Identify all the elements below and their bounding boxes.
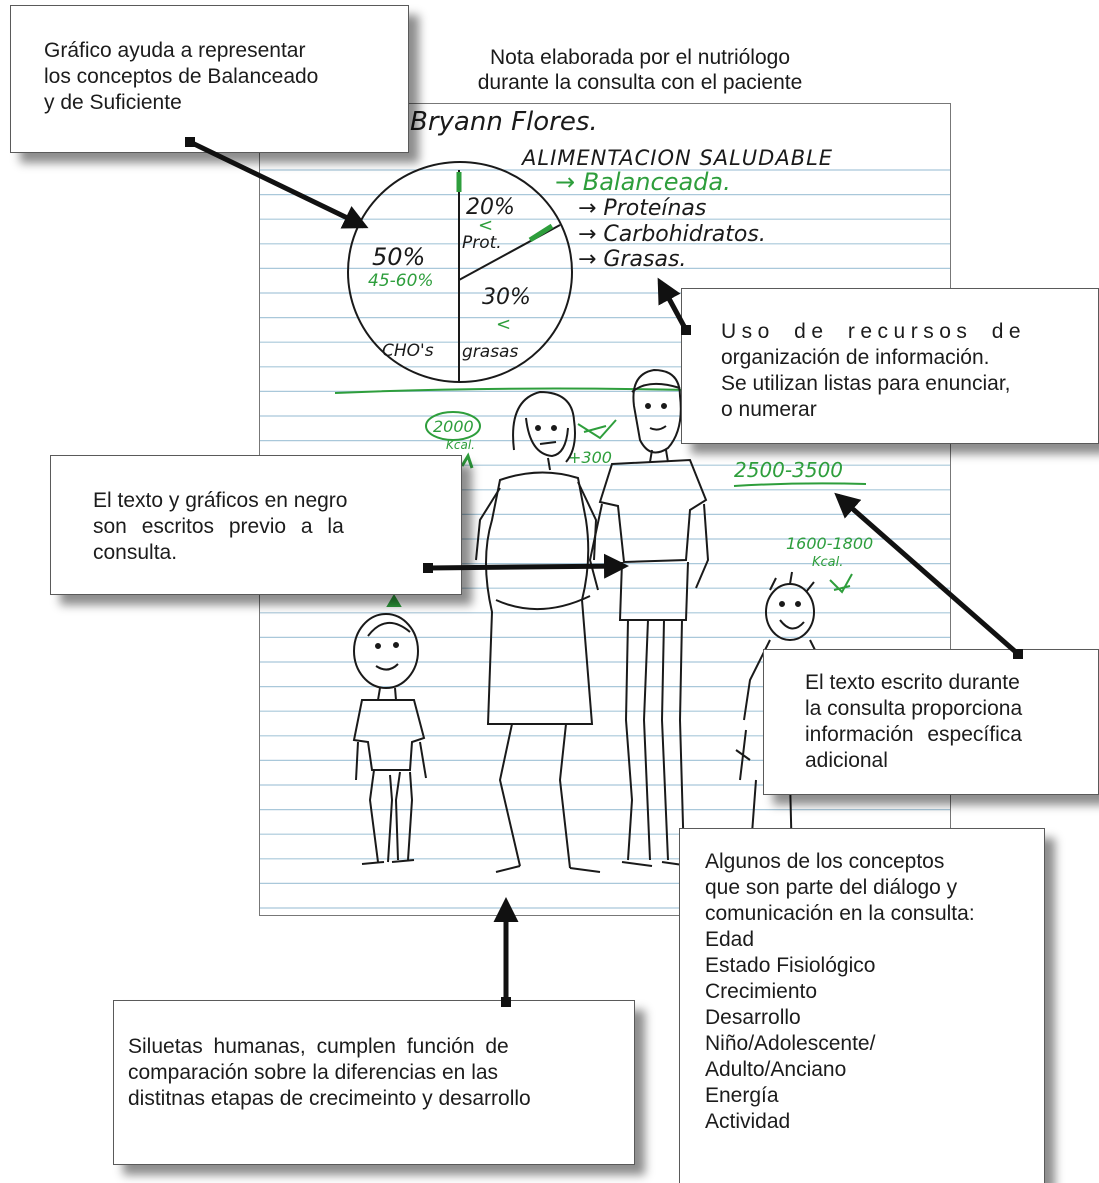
callout-concepts-line-3: comunicación en la consulta:: [705, 902, 975, 925]
pie-label-cho-range: 45-60%: [368, 271, 434, 291]
callout-chart-line-1: Gráfico ayuda a representar: [44, 39, 306, 62]
callout-lists-line-4: o numerar: [721, 398, 817, 421]
callout-black-line-2: son escritos previo a la: [93, 515, 344, 538]
callout-lists-line-2: organización de información.: [721, 346, 990, 369]
pie-label-prot-lt: <: [478, 215, 493, 236]
concept-item: Niño/Adolescente/: [705, 1032, 876, 1055]
concept-item: Desarrollo: [705, 1006, 801, 1029]
pie-label-fat-lt: <: [496, 314, 511, 335]
adult-kcal-range: 2500-3500: [734, 458, 843, 482]
green-mark-child: [386, 594, 402, 607]
callout-lists: Uso de recursos de organización de infor…: [681, 288, 1099, 444]
kcal-circle: [425, 411, 481, 441]
elder-check-mark: [829, 573, 853, 594]
green-separator: [334, 387, 691, 394]
callout-silhouettes-line-3: distitnas etapas de crecimeinto y desarr…: [128, 1087, 531, 1110]
caption-line-2: durante la consulta con el paciente: [477, 71, 803, 94]
callout-black-line-3: consulta.: [93, 541, 178, 564]
patient-name: Bryann Flores.: [410, 107, 598, 137]
callout-black-line-1: El texto y gráficos en negro: [93, 489, 348, 512]
kcal-child-unit: Kcal.: [446, 438, 475, 452]
note-caption: Nota elaborada por el nutriólogo durante…: [430, 45, 850, 95]
woman-figure: [475, 390, 601, 873]
pie-label-fat-name: grasas: [462, 342, 518, 362]
heading-alimentacion: ALIMENTACION SALUDABLE: [520, 146, 833, 170]
green-tick-protein: [528, 223, 554, 243]
list-title-balanceada: → Balanceada.: [555, 168, 731, 196]
callout-silhouettes: Siluetas humanas, cumplen función de com…: [113, 1000, 635, 1165]
concept-item: Actividad: [705, 1110, 791, 1133]
callout-during-line-3: información específica: [805, 723, 1022, 746]
concept-item: Crecimiento: [705, 980, 818, 1003]
adult-range-underline: [733, 482, 867, 487]
pie-label-cho-pct: 50%: [372, 243, 425, 271]
callout-black-text: El texto y gráficos en negro son escrito…: [50, 455, 462, 595]
callout-lists-line-1: Uso de recursos de: [721, 320, 1027, 343]
callout-during-line-4: adicional: [805, 749, 888, 772]
callout-concepts-line-2: que son parte del diálogo y: [705, 876, 958, 899]
pie-label-prot-pct: 20%: [466, 195, 515, 220]
green-check-mark: [577, 419, 617, 440]
concept-item: Adulto/Anciano: [705, 1058, 847, 1081]
man-figure: [588, 368, 710, 867]
list-item-carbohidratos: → Carbohidratos.: [578, 222, 766, 247]
callout-during-line-2: la consulta proporciona: [805, 697, 1023, 720]
callout-concepts: Algunos de los conceptos que son parte d…: [679, 828, 1045, 1183]
callout-concepts-line-1: Algunos de los conceptos: [705, 850, 945, 873]
green-mark-left: [460, 452, 474, 469]
pie-label-cho-name: CHO's: [382, 341, 434, 361]
callout-during-consult: El texto escrito durante la consulta pro…: [763, 649, 1099, 795]
callout-lists-line-3: Se utilizan listas para enunciar,: [721, 372, 1011, 395]
plus-300: +300: [568, 448, 612, 467]
concept-item: Estado Fisiológico: [705, 954, 876, 977]
callout-chart-line-3: y de Suficiente: [44, 91, 182, 114]
child-figure: [352, 613, 427, 865]
list-item-proteinas: → Proteínas: [578, 196, 706, 221]
callout-during-line-1: El texto escrito durante: [805, 671, 1020, 694]
callout-chart-line-2: los conceptos de Balanceado: [44, 65, 319, 88]
callout-chart: Gráfico ayuda a representar los concepto…: [10, 5, 409, 153]
list-item-grasas: → Grasas.: [578, 247, 686, 272]
callout-silhouettes-line-2: comparación sobre la diferencias en las: [128, 1061, 499, 1084]
elder-kcal-unit: Kcal.: [812, 555, 843, 570]
caption-line-1: Nota elaborada por el nutriólogo: [489, 46, 791, 69]
elder-kcal-range: 1600-1800: [786, 534, 873, 553]
callout-silhouettes-line-1: Siluetas humanas, cumplen función de: [128, 1035, 509, 1058]
kcal-child-value: 2000: [433, 417, 474, 436]
pie-label-prot-name: Prot.: [462, 233, 502, 253]
pie-label-fat-pct: 30%: [482, 285, 531, 310]
concept-item: Energía: [705, 1084, 779, 1107]
concept-item: Edad: [705, 928, 755, 951]
